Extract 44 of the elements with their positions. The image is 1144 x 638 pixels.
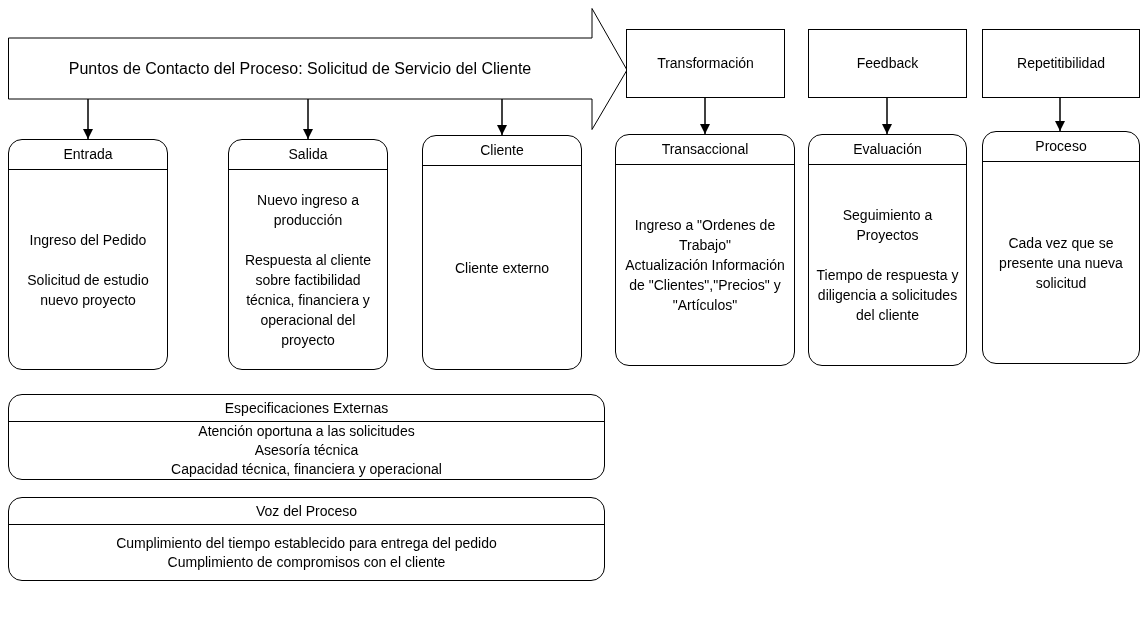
rounded-card	[808, 134, 967, 366]
panel-heading: Voz del Proceso	[255, 501, 358, 521]
card-text: Nuevo ingreso a producción	[256, 190, 360, 230]
arrow	[303, 98, 313, 140]
card-text: Solicitud de estudio nuevo proyecto	[26, 270, 150, 310]
rounded-panel	[8, 497, 605, 581]
panel-text: Asesoría técnica	[254, 441, 359, 460]
card-heading: Salida	[288, 145, 328, 164]
card-text: Respuesta al cliente sobre factibilidad técnica, financiera y operacional del proyecto	[243, 250, 373, 350]
panel-text: Cumplimiento del tiempo establecido para entrega del pedido	[116, 533, 497, 553]
process-box	[626, 29, 785, 98]
box-label: Repetitibilidad	[1017, 54, 1105, 73]
rounded-card	[8, 139, 168, 370]
card-heading: Entrada	[63, 145, 113, 164]
card-text: Tiempo de respuesta y diligencia a solicitudes del cliente	[815, 266, 960, 325]
arrow	[700, 97, 710, 135]
card-heading: Proceso	[1035, 137, 1087, 156]
arrow	[882, 97, 892, 135]
process-box	[808, 29, 967, 98]
process-box	[982, 29, 1140, 98]
rounded-panel	[8, 394, 605, 480]
panel-text: Atención oportuna a las solicitudes	[198, 422, 415, 441]
card-text: Ingreso a "Ordenes de Trabajo"	[633, 216, 777, 255]
rounded-card	[615, 134, 795, 366]
box-label: Transformación	[657, 54, 754, 73]
card-text: Seguimiento a Proyectos	[841, 206, 934, 245]
rounded-card	[982, 131, 1140, 364]
panel-text: Capacidad técnica, financiera y operacional	[171, 460, 442, 479]
panel-heading: Especificaciones Externas	[224, 398, 389, 418]
arrow	[497, 98, 507, 136]
card-text: Ingreso del Pedido	[29, 230, 147, 250]
card-heading: Transaccional	[661, 140, 749, 159]
rounded-card	[422, 135, 582, 370]
arrow	[83, 98, 93, 140]
arrow-title: Puntos de Contacto del Proceso: Solicitud de Servicio del Cliente	[68, 58, 532, 79]
card-text: Cliente externo	[454, 258, 550, 278]
rounded-card	[228, 139, 388, 370]
arrow	[1055, 97, 1065, 132]
card-heading: Cliente	[480, 141, 524, 160]
card-text: Cada vez que se presente una nueva solicitud	[998, 233, 1124, 293]
box-label: Feedback	[856, 54, 919, 73]
card-text: Actualización Información de "Clientes","Precios" y "Artículos"	[624, 256, 786, 315]
card-heading: Evaluación	[853, 140, 922, 159]
panel-text: Cumplimiento de compromisos con el cliente	[167, 552, 446, 572]
